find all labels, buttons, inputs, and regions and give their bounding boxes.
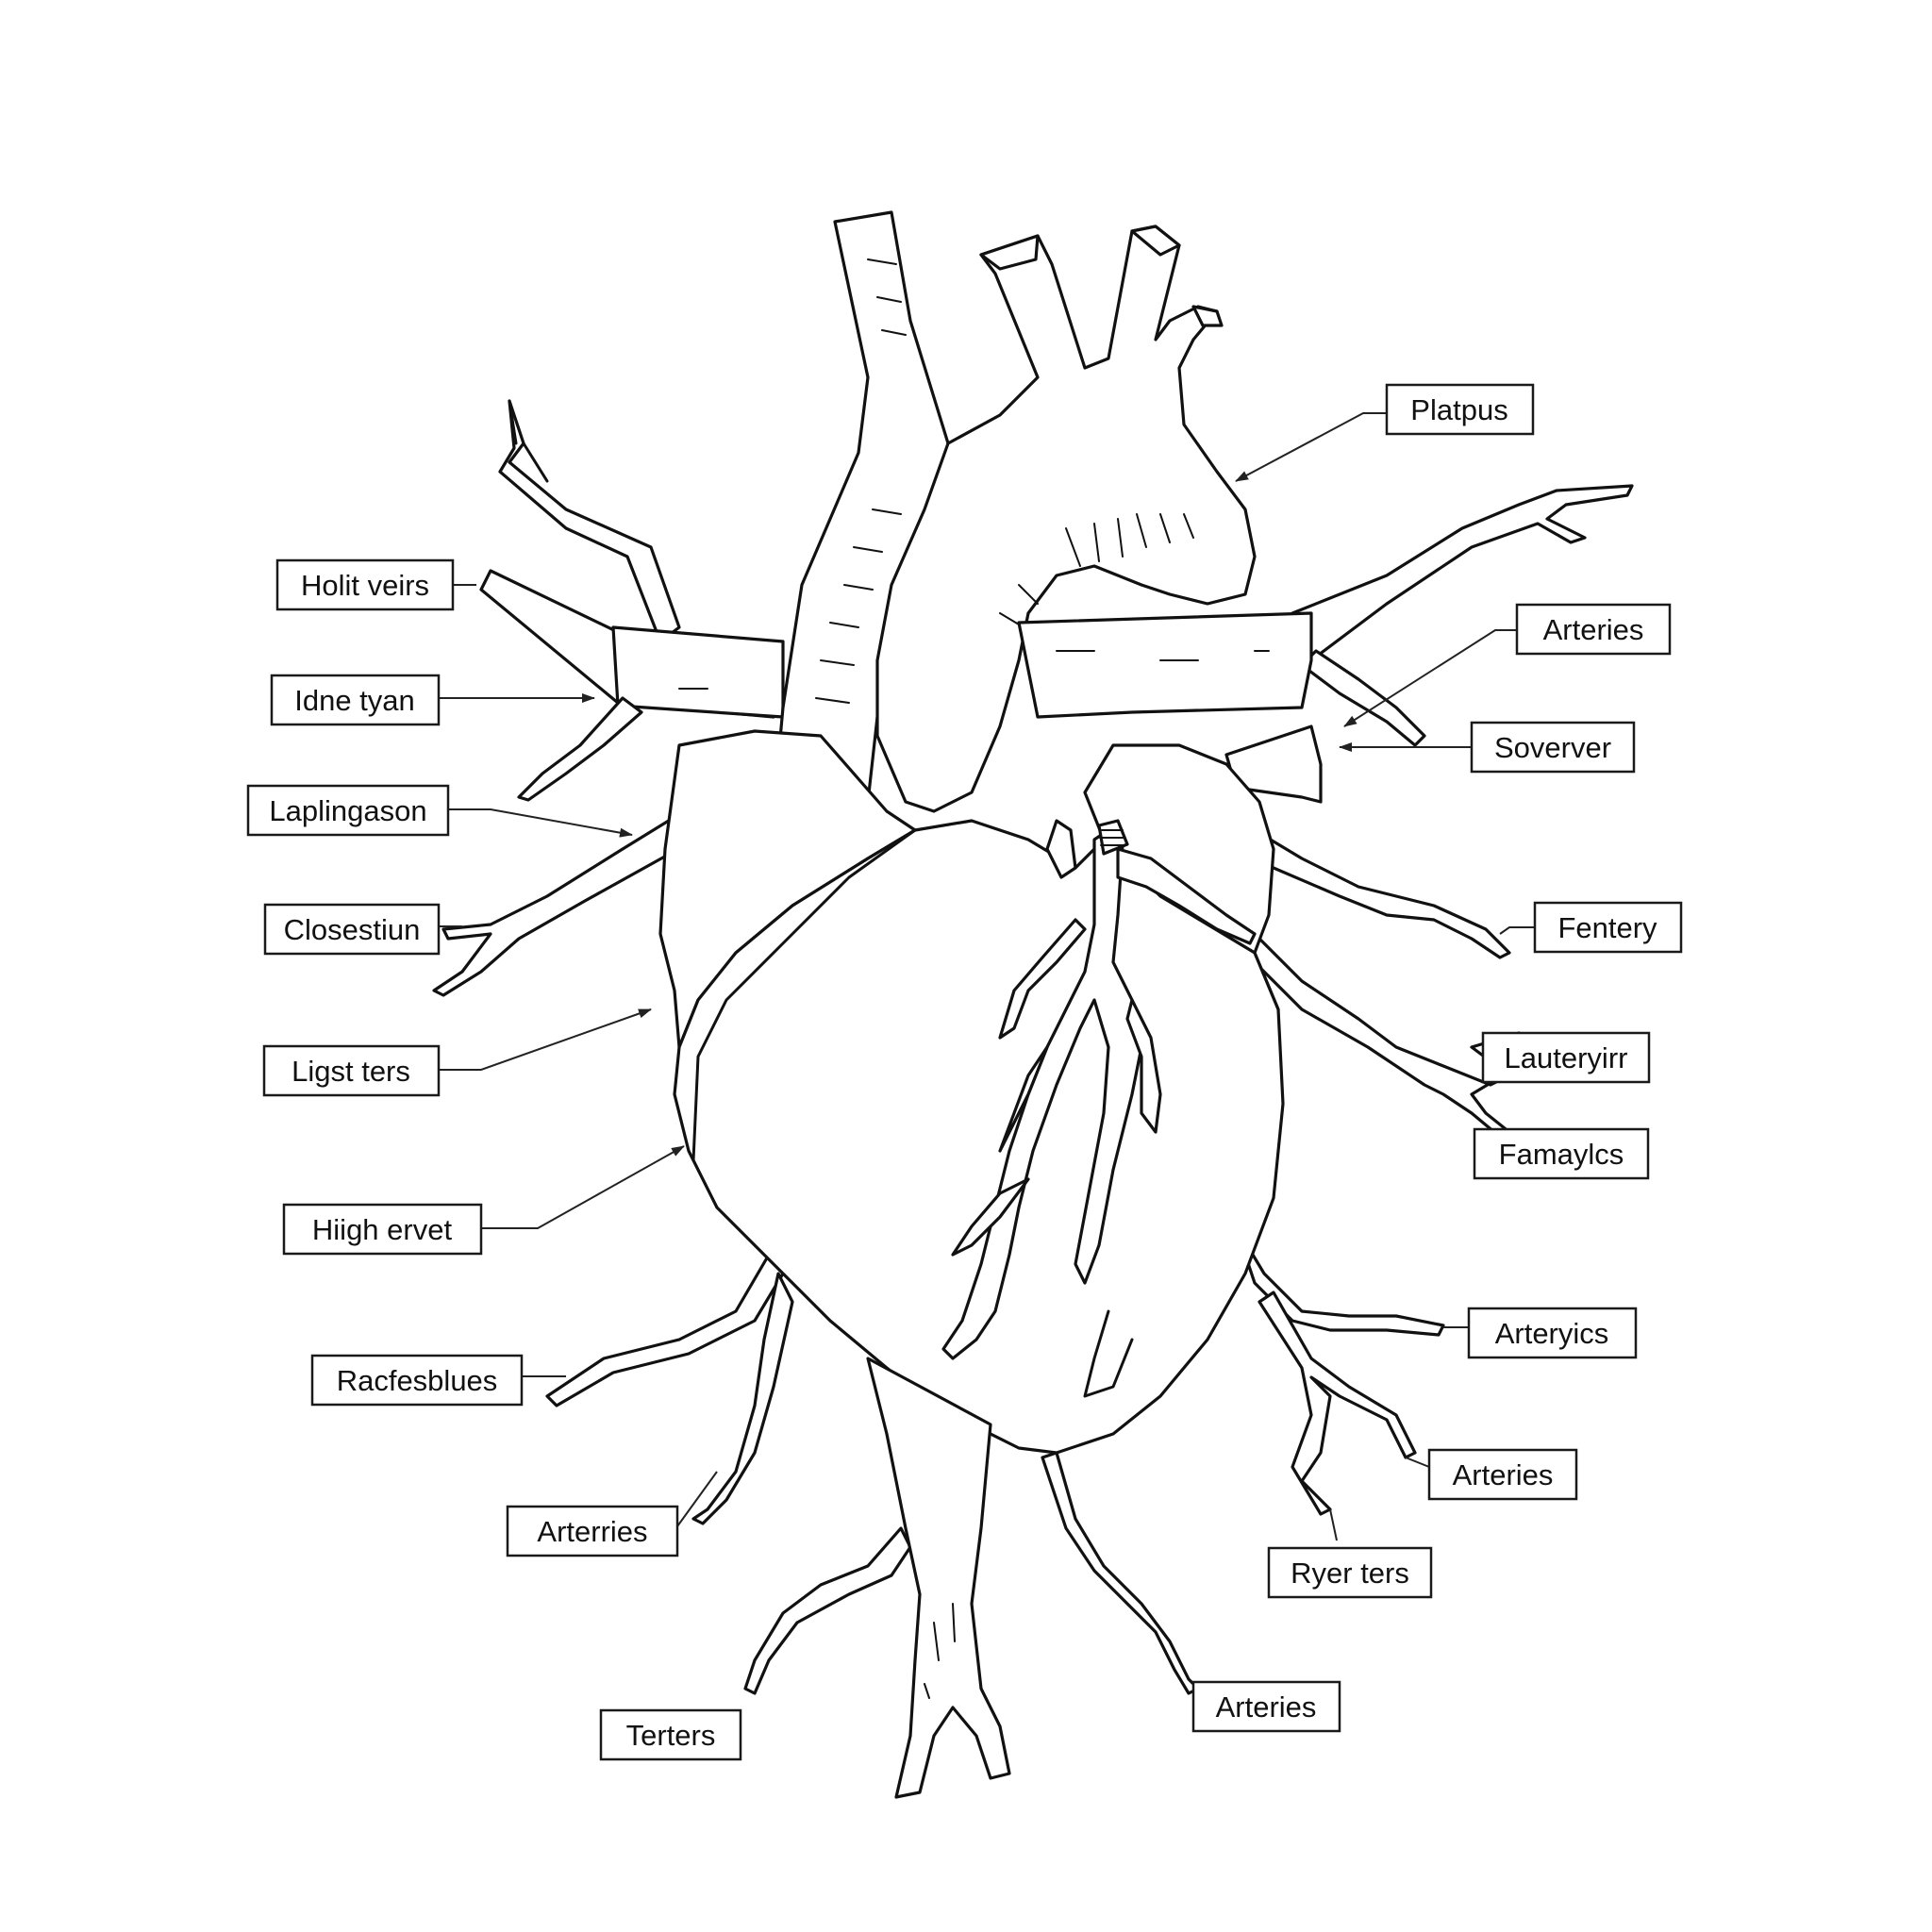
label-arterries: Arterries bbox=[506, 1505, 679, 1557]
label-lauteryirr: Lauteryirr bbox=[1481, 1031, 1651, 1084]
svg-text:Lauteryirr: Lauteryirr bbox=[1505, 1041, 1628, 1074]
label-terters: Terters bbox=[599, 1708, 742, 1761]
label-famaylcs: Famaylcs bbox=[1473, 1127, 1650, 1180]
label-ligst-ters: Ligst ters bbox=[262, 1044, 441, 1097]
svg-text:Fentery: Fentery bbox=[1557, 911, 1657, 944]
descending-vessel bbox=[866, 1357, 1011, 1799]
svg-text:Arteries: Arteries bbox=[1453, 1458, 1554, 1491]
svg-text:Idne tyan: Idne tyan bbox=[294, 684, 415, 717]
label-laplingason: Laplingason bbox=[246, 784, 450, 837]
svg-text:Arterries: Arterries bbox=[537, 1515, 647, 1548]
label-arteries-1: Arteries bbox=[1515, 603, 1672, 656]
ventricles bbox=[673, 819, 1285, 1455]
svg-text:Holit veirs: Holit veirs bbox=[301, 569, 429, 602]
svg-text:Hiigh ervet: Hiigh ervet bbox=[312, 1213, 453, 1246]
label-ryer-ters: Ryer ters bbox=[1267, 1546, 1433, 1599]
label-arteries-2: Arteries bbox=[1427, 1448, 1578, 1501]
coronary-vessels bbox=[941, 819, 1257, 1360]
svg-text:Ligst ters: Ligst ters bbox=[291, 1055, 410, 1088]
label-holit-veirs: Holit veirs bbox=[275, 558, 455, 611]
svg-text:Arteries: Arteries bbox=[1216, 1690, 1317, 1724]
label-idne-tyan: Idne tyan bbox=[270, 674, 441, 726]
svg-text:Soverver: Soverver bbox=[1494, 731, 1611, 764]
aortic-arch bbox=[772, 210, 1257, 889]
svg-text:Famaylcs: Famaylcs bbox=[1499, 1138, 1624, 1171]
label-arteries-3: Arteries bbox=[1191, 1680, 1341, 1733]
svg-text:Laplingason: Laplingason bbox=[269, 794, 426, 827]
svg-text:Closestiun: Closestiun bbox=[284, 913, 421, 946]
svg-text:Arteryics: Arteryics bbox=[1495, 1317, 1609, 1350]
vessel-branches bbox=[432, 399, 1634, 1695]
svg-text:Terters: Terters bbox=[626, 1719, 716, 1752]
label-fentery: Fentery bbox=[1533, 901, 1683, 954]
label-racfesblues: Racfesblues bbox=[310, 1354, 524, 1407]
svg-text:Racfesblues: Racfesblues bbox=[337, 1364, 498, 1397]
svg-text:Platpus: Platpus bbox=[1410, 393, 1507, 426]
label-arteryics: Arteryics bbox=[1467, 1307, 1638, 1359]
pulmonary-band bbox=[1017, 611, 1313, 719]
label-platpus: Platpus bbox=[1385, 383, 1535, 436]
leader-lines bbox=[439, 412, 1535, 1707]
label-soverver: Soverver bbox=[1470, 721, 1636, 774]
right-chamber bbox=[1083, 743, 1275, 955]
label-hiigh-ervet: Hiigh ervet bbox=[282, 1203, 483, 1256]
svg-text:Arteries: Arteries bbox=[1543, 613, 1644, 646]
svg-text:Ryer ters: Ryer ters bbox=[1291, 1557, 1409, 1590]
label-closestiun: Closestiun bbox=[263, 903, 441, 956]
